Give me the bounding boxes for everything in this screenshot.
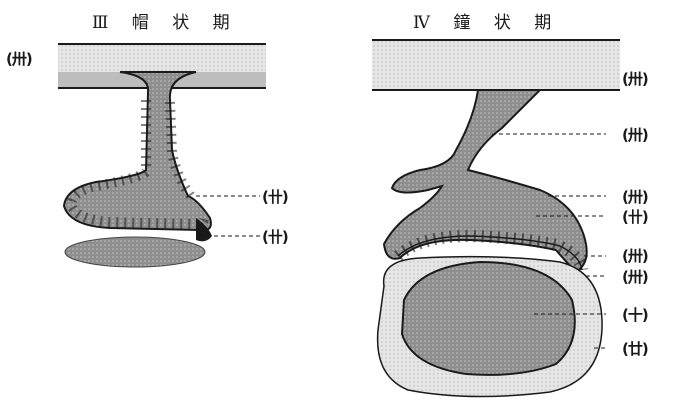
dental-papilla-left [65, 237, 205, 267]
enamel-organ-bell [384, 90, 587, 272]
dental-papilla-right [402, 262, 575, 375]
label-oral-epithelium: (卅) [6, 48, 32, 69]
label-dental-papilla: (十) [622, 304, 648, 325]
label-enamel-organ: (卄) [262, 186, 288, 207]
panel-bell-stage [372, 40, 620, 397]
panel-title-bell-stage: Ⅳ 鐘 状 期 [413, 8, 560, 33]
label-inner-enamel-epithelium: (卅) [622, 245, 648, 266]
label-stellate-reticulum: (卄) [622, 206, 648, 227]
label-dental-sac: (廿) [622, 338, 648, 359]
label-outer-enamel-epithelium: (卅) [622, 186, 648, 207]
enamel-organ-cap [64, 72, 212, 241]
label-cervical-loop: (卅) [622, 266, 648, 287]
oral-epithelium-right [372, 40, 620, 90]
label-oral-epithelium: (卅) [622, 68, 648, 89]
panel-title-cap-stage: Ⅲ 帽 状 期 [92, 8, 239, 33]
panel-cap-stage [58, 44, 266, 267]
label-cervical-loop: (卄) [262, 226, 288, 247]
label-dental-lamina: (卅) [622, 124, 648, 145]
